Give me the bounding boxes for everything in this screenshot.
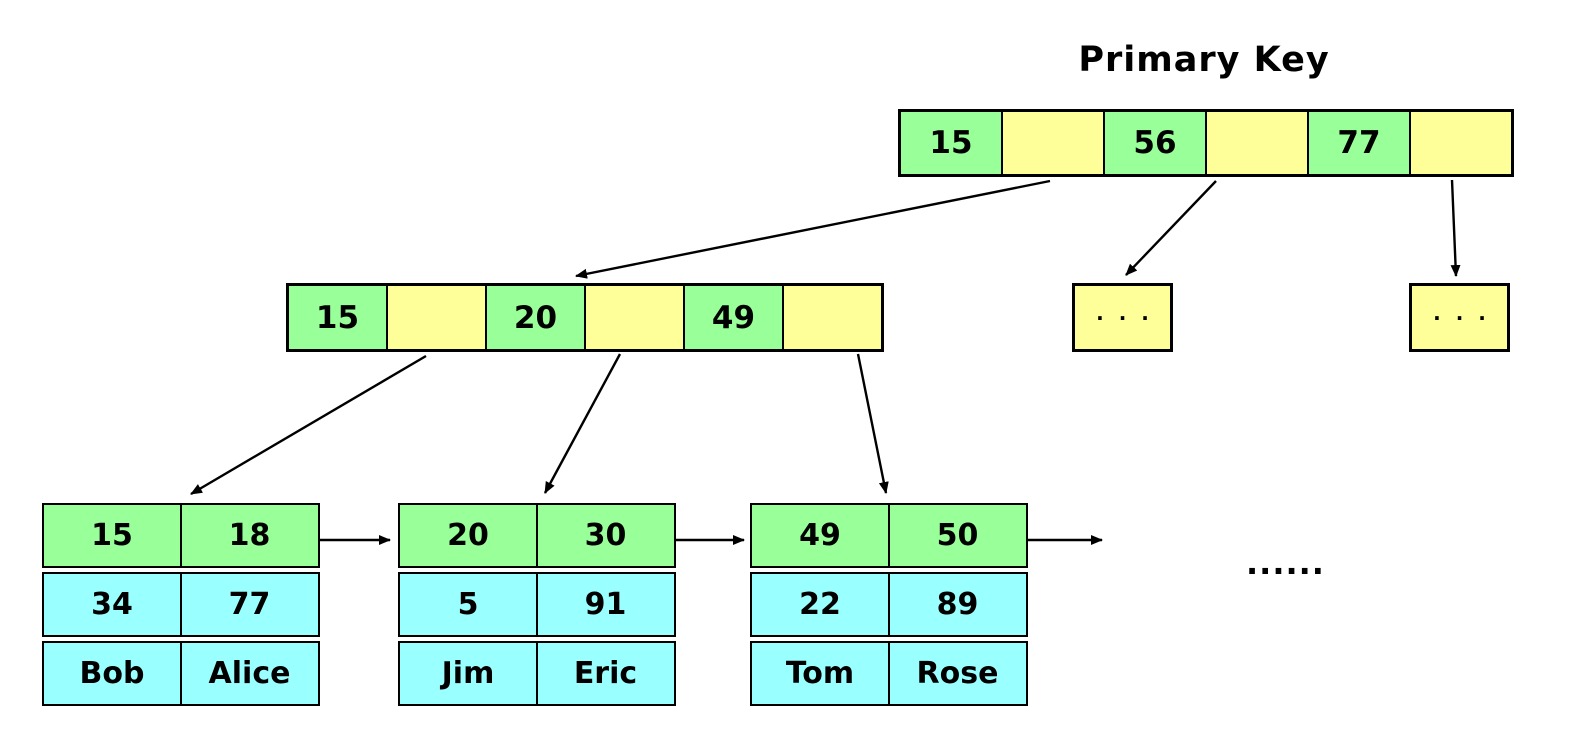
leaf-data-cell: Rose: [887, 641, 1028, 706]
leaf-data-cell: 34: [42, 572, 182, 637]
root-key-cell: 56: [1105, 112, 1207, 174]
root-pointer-cell: [1207, 112, 1309, 174]
internal-key-cell: 49: [685, 286, 784, 349]
leaf-data-row: 5 91: [398, 572, 676, 637]
root-node: 15 56 77: [898, 109, 1514, 177]
leaf-data-cell: Tom: [750, 641, 890, 706]
root-pointer-cell: [1411, 112, 1511, 174]
leaf-key-cell: 15: [42, 503, 182, 568]
internal-key-cell: 20: [487, 286, 586, 349]
leaf-key-row: 20 30: [398, 503, 676, 568]
leaf-key-cell: 50: [887, 503, 1028, 568]
leaf-key-cell: 18: [179, 503, 320, 568]
leaf-data-cell: Eric: [535, 641, 676, 706]
primary-key-label: Primary Key: [1078, 40, 1330, 80]
leaf-data-cell: 77: [179, 572, 320, 637]
leaf-data-cell: Jim: [398, 641, 538, 706]
leaf-key-row: 49 50: [750, 503, 1028, 568]
arrow-internal-to-leaf-3: [856, 353, 889, 494]
internal-node: 15 20 49: [286, 283, 884, 352]
leaf-data-cell: 5: [398, 572, 538, 637]
continuation-dots: ......: [1246, 544, 1325, 582]
leaf-key-row: 15 18: [42, 503, 320, 568]
subtree-ellipsis-box: · · ·: [1072, 283, 1173, 352]
leaf-key-cell: 49: [750, 503, 890, 568]
root-pointer-cell: [1003, 112, 1105, 174]
root-key-cell: 77: [1309, 112, 1411, 174]
internal-pointer-cell: [586, 286, 685, 349]
leaf-key-cell: 30: [535, 503, 676, 568]
arrow-internal-to-leaf-2: [543, 353, 622, 494]
leaf-key-cell: 20: [398, 503, 538, 568]
internal-key-cell: 15: [289, 286, 388, 349]
leaf-data-row: 22 89: [750, 572, 1028, 637]
leaf-data-cell: Alice: [179, 641, 320, 706]
leaf-data-row: Bob Alice: [42, 641, 320, 706]
leaf-page: 49 50 22 89 Tom Rose: [750, 503, 1028, 706]
internal-pointer-cell: [784, 286, 881, 349]
arrow-internal-to-leaf-1: [190, 354, 427, 496]
leaf-data-cell: Bob: [42, 641, 182, 706]
leaf-page: 15 18 34 77 Bob Alice: [42, 503, 320, 706]
leaf-data-cell: 91: [535, 572, 676, 637]
leaf-data-row: Jim Eric: [398, 641, 676, 706]
leaf-data-cell: 89: [887, 572, 1028, 637]
leaf-page: 20 30 5 91 Jim Eric: [398, 503, 676, 706]
internal-pointer-cell: [388, 286, 487, 349]
root-key-cell: 15: [901, 112, 1003, 174]
leaf-data-row: 34 77: [42, 572, 320, 637]
subtree-ellipsis-box: · · ·: [1409, 283, 1510, 352]
leaf-data-row: Tom Rose: [750, 641, 1028, 706]
arrow-root-to-internal: [575, 179, 1051, 279]
arrow-root-to-subtree-2: [1450, 179, 1461, 277]
leaf-data-cell: 22: [750, 572, 890, 637]
arrow-root-to-subtree-1: [1125, 180, 1217, 276]
